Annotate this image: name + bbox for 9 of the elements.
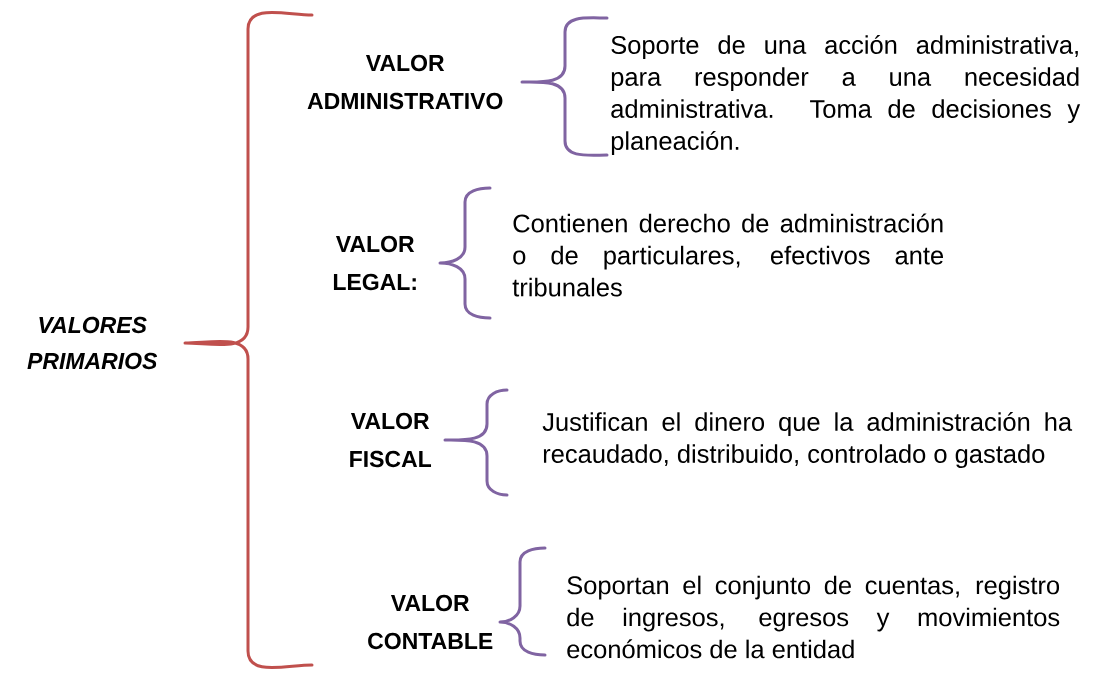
concept-label: VALOR FISCAL	[350, 412, 432, 468]
concept-label: VALOR ADMINISTRATIVO	[307, 54, 503, 110]
concept-label: VALOR CONTABLE	[368, 594, 493, 650]
description-text: Justifican el dinero que la administración ha recaudado, distribuido, controlado o gastado	[542, 412, 1073, 469]
concept-label: VALORES PRIMARIOS	[27, 316, 158, 370]
description-text: Soportan el conjunto de cuentas, registro de ingresos, egresos y movimientos económicos de la entidad	[567, 575, 1060, 659]
concept-label: VALOR LEGAL:	[333, 235, 416, 291]
description-text: Contienen derecho de administración o de particulares, efectivos ante tribunales	[512, 213, 943, 297]
description-text: Soporte de una acción administrativa, para responder a una necesidad administrativa. Toma de decisiones y planeación.	[611, 34, 1081, 156]
